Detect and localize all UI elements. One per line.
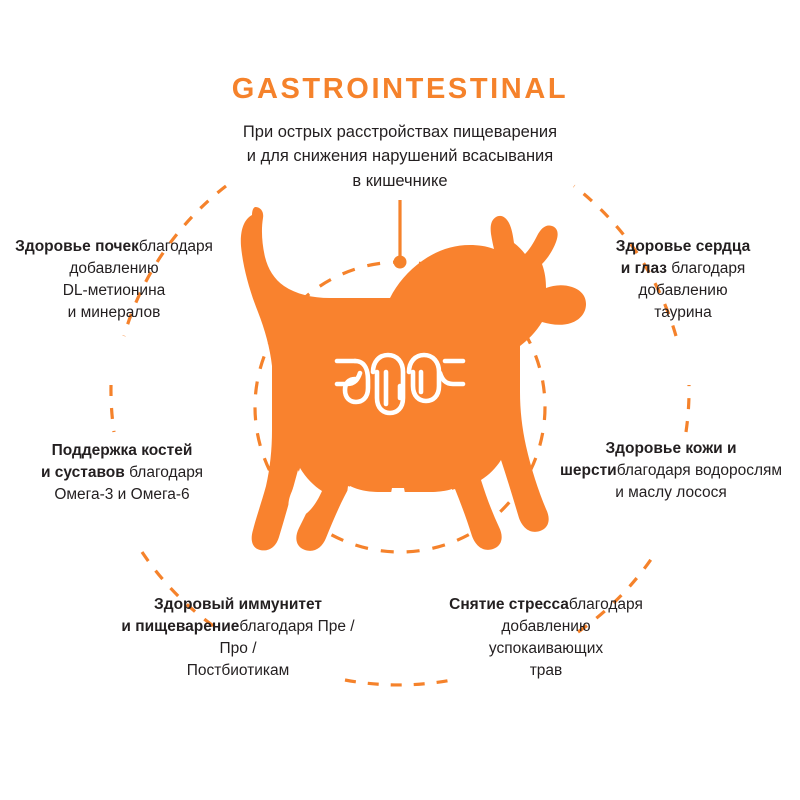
callout-kidney-headline: Здоровье почек — [15, 238, 139, 255]
outer-arc-top-left — [122, 184, 227, 337]
callout-skin-body: благодаря водорослям и маслу лосося — [615, 462, 783, 501]
callout-kidney: Здоровье почекблагодаря добавлению DL-ме… — [6, 236, 222, 324]
callout-bones-body: благодаря Омега-3 и Омега-6 — [54, 464, 204, 503]
callout-skin-headline: Здоровье кожи и шерсти — [559, 440, 737, 479]
intestine-icon — [334, 352, 466, 416]
callout-kidney-body: благодаря добавлению DL-метионина и мине… — [62, 238, 213, 321]
callout-immune-body: благодаря Пре / Про / Постбиотикам — [186, 618, 355, 679]
page-subtitle: При острых расстройствах пищеварения и д… — [242, 123, 558, 190]
page-title: GASTROINTESTINAL — [231, 73, 569, 105]
outer-arc-bottom — [344, 678, 453, 687]
callout-immune: Здоровый иммунитет и пищеварениеблагодар… — [114, 594, 362, 682]
callout-stress-headline: Снятие стресса — [449, 596, 569, 613]
outer-arc-left — [109, 384, 116, 433]
callout-immune-headline: Здоровый иммунитет и пищеварение — [121, 596, 322, 635]
outer-arc-top-right — [573, 184, 678, 337]
outer-dashed-ring — [109, 184, 691, 687]
pointer-dot — [393, 255, 407, 269]
callout-skin: Здоровье кожи и шерстиблагодаря водоросл… — [548, 438, 794, 504]
callout-bones-headline: Поддержка костей и суставов — [40, 442, 193, 481]
callout-bones: Поддержка костей и суставов благодаря Ом… — [6, 440, 238, 506]
outer-arc-bottom-left — [140, 551, 223, 634]
callout-stress-body: благодаря добавлению успокаивающих трав — [488, 596, 643, 679]
outer-arc-right — [684, 384, 691, 433]
cat-belly-cutout — [288, 468, 452, 540]
callout-heart-body: благодаря добавлению таурина — [638, 260, 746, 321]
callout-heart-headline: Здоровье сердца и глаз — [615, 238, 751, 277]
outer-arc-bottom-right — [577, 551, 658, 634]
callout-heart: Здоровье сердца и глаз благодаря добавле… — [578, 236, 788, 324]
callout-stress: Снятие стрессаблагодаря добавлению успок… — [424, 594, 668, 682]
